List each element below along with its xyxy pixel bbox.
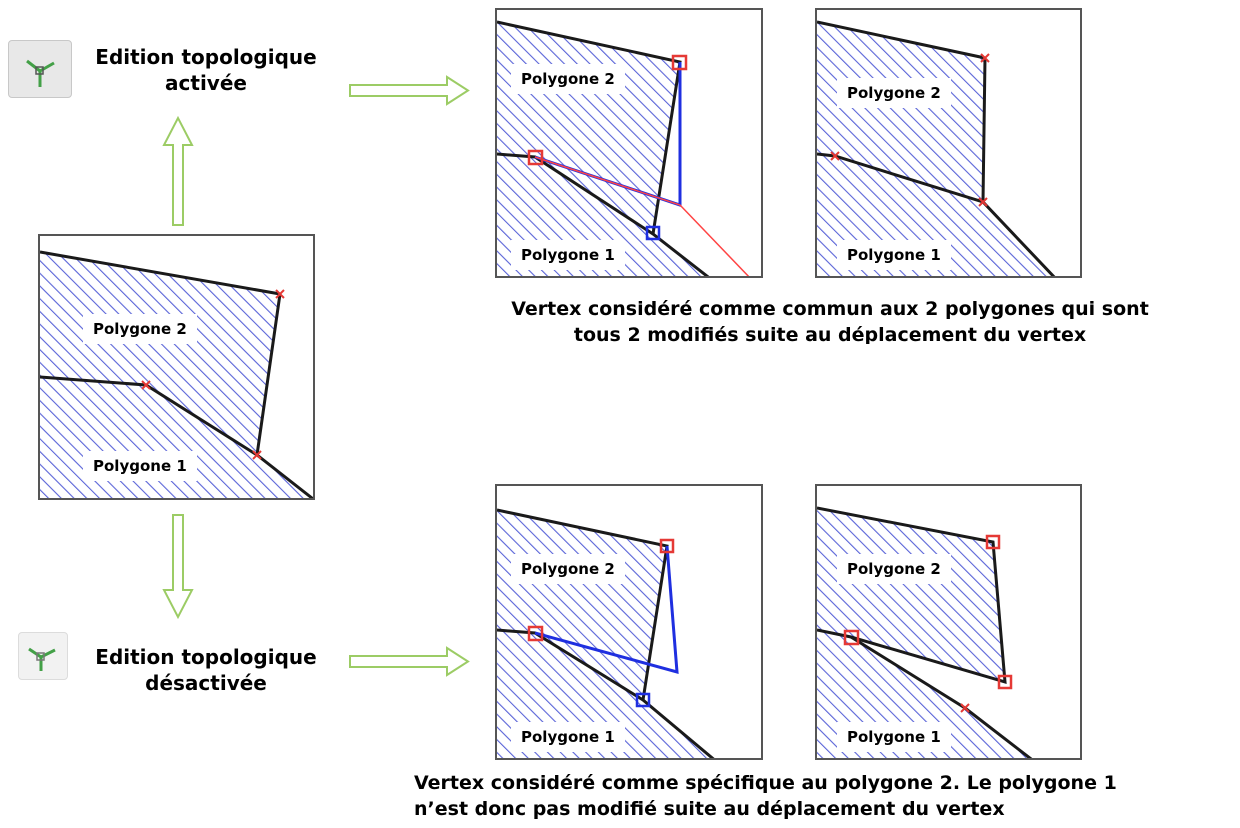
caption-topo-on: Vertex considéré comme commun aux 2 poly… [511,298,1149,344]
label-polygon-1: Polygone 1 [511,722,625,752]
arrow-right-top [349,75,470,106]
topology-off-title: Edition topologique désactivée [70,644,342,696]
arrow-down [162,514,194,620]
shared-edge [40,375,313,498]
arrow-right-bottom [349,646,470,677]
label-polygon-2: Polygone 2 [837,554,951,584]
topology-off-title-line1: Edition topologique [95,645,317,669]
rubber-band-red [534,156,750,276]
rubber-band-blue [534,545,679,675]
diagram-panel-initial: Polygone 2 Polygone 1 [38,234,315,500]
diagram-panel-topo-off-drag: Polygone 2 Polygone 1 [495,484,763,760]
arrow-up [162,115,194,226]
polygon-2-area [40,252,280,455]
label-polygon-2: Polygone 2 [83,314,197,344]
topology-edit-on-icon[interactable] [8,40,72,98]
label-polygon-1: Polygone 1 [511,240,625,270]
topology-on-title-line1: Edition topologique [95,45,317,69]
topology-on-title-line2: activée [165,71,247,95]
vertex-markers [141,289,285,460]
label-polygon-2: Polygone 2 [511,64,625,94]
topology-glyph-icon [28,647,56,671]
topology-off-title-line2: désactivée [145,671,267,695]
label-polygon-2: Polygone 2 [511,554,625,584]
topology-on-title: Edition topologique activée [70,44,342,96]
caption-topo-off: Vertex considéré comme spécifique au pol… [414,772,1117,820]
diagram-panel-topo-off-result: Polygone 2 Polygone 1 [815,484,1082,760]
label-polygon-2: Polygone 2 [837,78,951,108]
diagram-panel-topo-on-drag: Polygone 2 Polygone 1 [495,8,763,278]
label-polygon-1: Polygone 1 [83,451,197,481]
label-polygon-1: Polygone 1 [837,722,951,752]
topology-glyph-icon [26,59,55,87]
diagram-panel-topo-on-result: Polygone 2 Polygone 1 [815,8,1082,278]
topology-edit-off-icon[interactable] [18,632,68,680]
label-polygon-1: Polygone 1 [837,240,951,270]
